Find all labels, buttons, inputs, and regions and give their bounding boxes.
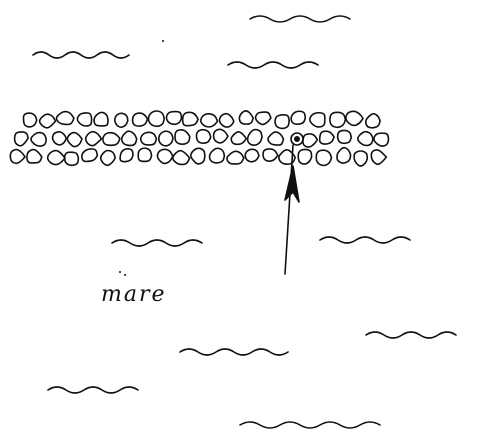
pebble xyxy=(77,113,91,126)
pebble xyxy=(10,150,25,164)
pebble xyxy=(65,152,79,165)
pebble xyxy=(67,133,82,147)
pebble xyxy=(310,113,325,127)
pebble xyxy=(94,112,108,126)
pebble xyxy=(141,132,157,145)
pebble xyxy=(122,131,137,145)
wave-line-5 xyxy=(320,237,410,243)
pebble xyxy=(196,130,210,143)
pebble xyxy=(175,130,190,144)
sea-label: mare xyxy=(101,282,167,307)
wave-line-9 xyxy=(240,422,380,428)
pebble xyxy=(366,114,380,128)
pebble xyxy=(263,149,278,161)
pebble xyxy=(338,130,352,143)
pebble xyxy=(40,114,56,128)
wave-line-1 xyxy=(250,16,350,22)
pebble xyxy=(201,114,218,127)
pebble xyxy=(320,131,334,144)
pebble xyxy=(374,133,389,146)
pebble xyxy=(120,149,133,162)
pebble xyxy=(27,150,42,163)
pebble xyxy=(138,148,151,161)
pebble xyxy=(191,148,205,164)
pebble xyxy=(303,134,317,147)
pebble xyxy=(15,132,29,146)
pebble xyxy=(220,114,234,127)
pebble xyxy=(56,112,73,125)
wave-line-2 xyxy=(33,52,129,58)
pebble xyxy=(82,149,98,162)
pebble xyxy=(159,131,173,146)
pebble xyxy=(337,148,351,163)
pebble xyxy=(346,111,363,125)
pebble xyxy=(245,149,259,162)
pebble xyxy=(157,149,172,163)
pebble xyxy=(183,112,198,125)
pebble xyxy=(213,129,227,143)
pebble xyxy=(248,130,262,146)
pebble xyxy=(148,111,164,126)
pebble xyxy=(133,113,148,126)
marked-pebble xyxy=(291,133,303,145)
pebble xyxy=(256,112,271,124)
wave-line-8 xyxy=(48,387,138,393)
pebble xyxy=(31,133,46,147)
pebble xyxy=(101,150,115,165)
wave-line-4 xyxy=(112,240,202,246)
wave-line-7 xyxy=(180,349,288,355)
pebble xyxy=(268,132,283,145)
pebble xyxy=(23,113,36,127)
pebble xyxy=(298,149,311,164)
pebble xyxy=(316,150,331,165)
pebble xyxy=(86,132,102,146)
pebble xyxy=(231,132,246,145)
pebble xyxy=(53,132,67,145)
pebble xyxy=(166,112,181,125)
pebble xyxy=(239,111,253,124)
pebble xyxy=(330,112,346,127)
pebble xyxy=(48,151,65,165)
wave-line-6 xyxy=(366,332,456,338)
pebble-band xyxy=(10,111,388,166)
pebble xyxy=(354,151,367,166)
pebble xyxy=(227,151,244,164)
pebble xyxy=(103,133,120,146)
pebble xyxy=(210,148,225,163)
pebble xyxy=(291,111,305,124)
wave-lines xyxy=(33,16,456,428)
pebble xyxy=(115,113,128,127)
wave-line-3 xyxy=(228,62,318,68)
pebble xyxy=(358,132,373,146)
pebble xyxy=(275,115,289,129)
pebble xyxy=(371,150,386,164)
pebble xyxy=(173,151,190,165)
